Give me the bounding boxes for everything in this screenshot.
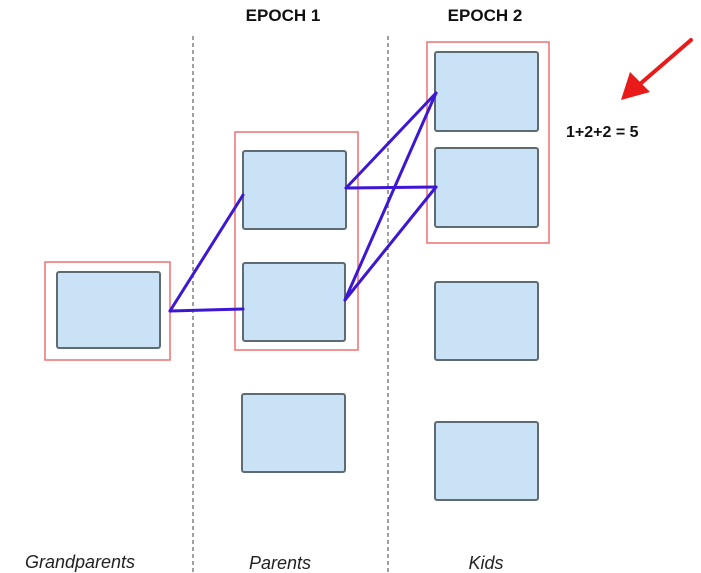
kid-node-2[interactable]: [434, 147, 539, 228]
edge-grandparent1-parent1: [168, 193, 245, 313]
edge-parent1-kid1: [344, 91, 438, 190]
column-label-grandparents: Grandparents: [25, 552, 135, 572]
column-label-parents: Parents: [249, 553, 311, 573]
edge-parent1-kid2: [344, 185, 438, 190]
selection-frame-kids: [426, 41, 550, 244]
kid-node-1[interactable]: [434, 51, 539, 132]
parent-node-2[interactable]: [242, 262, 346, 342]
edge-parent2-kid2: [343, 185, 438, 302]
kid-node-4[interactable]: [434, 421, 539, 501]
selection-frame-parents: [234, 131, 359, 351]
formula-label: 1+2+2 = 5: [566, 124, 639, 141]
red-arrow-icon: [621, 38, 693, 100]
grandparent-node-1[interactable]: [56, 271, 161, 349]
parent-node-3[interactable]: [241, 393, 346, 473]
column-label-kids: Kids: [468, 553, 503, 573]
epoch-1-title: EPOCH 1: [246, 6, 321, 25]
epoch-2-title: EPOCH 2: [448, 6, 523, 25]
edge-grandparent1-parent2: [168, 307, 245, 313]
kid-node-3[interactable]: [434, 281, 539, 361]
parent-node-1[interactable]: [242, 150, 347, 230]
edge-parent2-kid1: [343, 91, 438, 302]
